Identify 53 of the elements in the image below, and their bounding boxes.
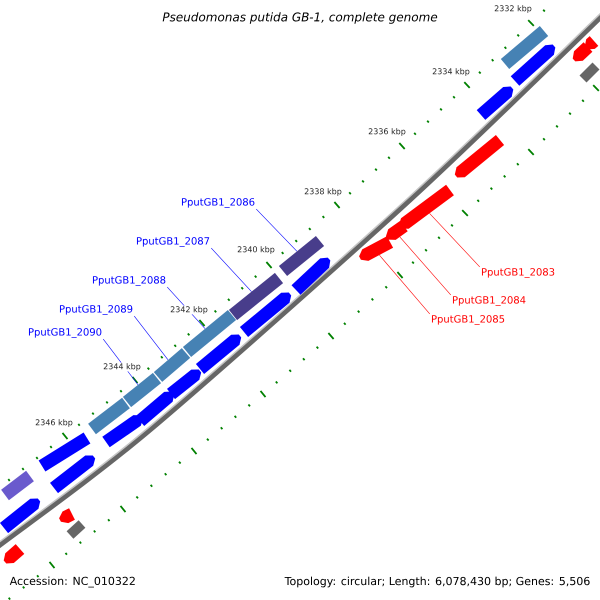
scale-label: 2346 kbp [34, 418, 74, 428]
gene-label: PputGB1_2090 [28, 328, 102, 338]
scale-label: 2342 kbp [170, 306, 208, 314]
gene-block [0, 498, 40, 534]
gene-box [66, 520, 86, 539]
scale-label: 2334 kbp [432, 68, 470, 76]
gene-block [50, 456, 96, 494]
cog-bar [1, 470, 34, 500]
leader-line [134, 316, 168, 360]
cog-bar [278, 236, 324, 276]
cog-bar [88, 398, 130, 434]
scale-label: 2336 kbp [368, 128, 406, 136]
gene-block [359, 236, 394, 261]
genome-info-text: Topology: circular; Length: 6,078,430 bp; Genes: 5,506 [284, 576, 590, 588]
scale-label: 2340 kbp [236, 246, 276, 254]
gene-label: PputGB1_2089 [60, 305, 132, 315]
cog-bar [154, 348, 190, 382]
gene-label: PputGB1_2087 [136, 237, 210, 247]
leader-line [379, 254, 430, 314]
gene-block [136, 392, 174, 426]
cog-bar [500, 26, 548, 69]
gene-block [454, 135, 504, 178]
scale-label: 2338 kbp [304, 188, 342, 196]
gene-box [580, 62, 600, 82]
leader-line [400, 236, 452, 296]
gene-block [4, 544, 24, 564]
gene-block [59, 508, 75, 524]
leader-line [256, 208, 298, 252]
gene-block [476, 86, 514, 120]
gene-label: PputGB1_2084 [452, 296, 526, 306]
scale-label: 2332 kbp [494, 4, 532, 14]
gene-block [584, 36, 598, 50]
gene-label: PputGB1_2086 [182, 198, 254, 208]
gene-block [292, 258, 330, 295]
scale-label: 2344 kbp [102, 362, 142, 372]
cog-bar [122, 372, 162, 408]
gene-label: PputGB1_2083 [482, 268, 554, 278]
accession-text: Accession: NC_010322 [10, 576, 135, 588]
cog-bar [38, 432, 90, 472]
leader-line [210, 248, 252, 292]
gene-block [398, 184, 454, 229]
gene-block [102, 415, 144, 448]
gene-block [196, 334, 242, 374]
gene-label: PputGB1_2085 [432, 315, 504, 325]
gene-label: PputGB1_2088 [92, 276, 166, 286]
gene-block [386, 220, 408, 240]
gene-block [240, 292, 292, 337]
gene-block [510, 44, 556, 86]
cog-bar [228, 272, 284, 320]
title: Pseudomonas putida GB-1, complete genome [162, 12, 438, 24]
gene-block [572, 42, 592, 62]
gene-block [167, 370, 202, 400]
leader-line [429, 213, 480, 268]
